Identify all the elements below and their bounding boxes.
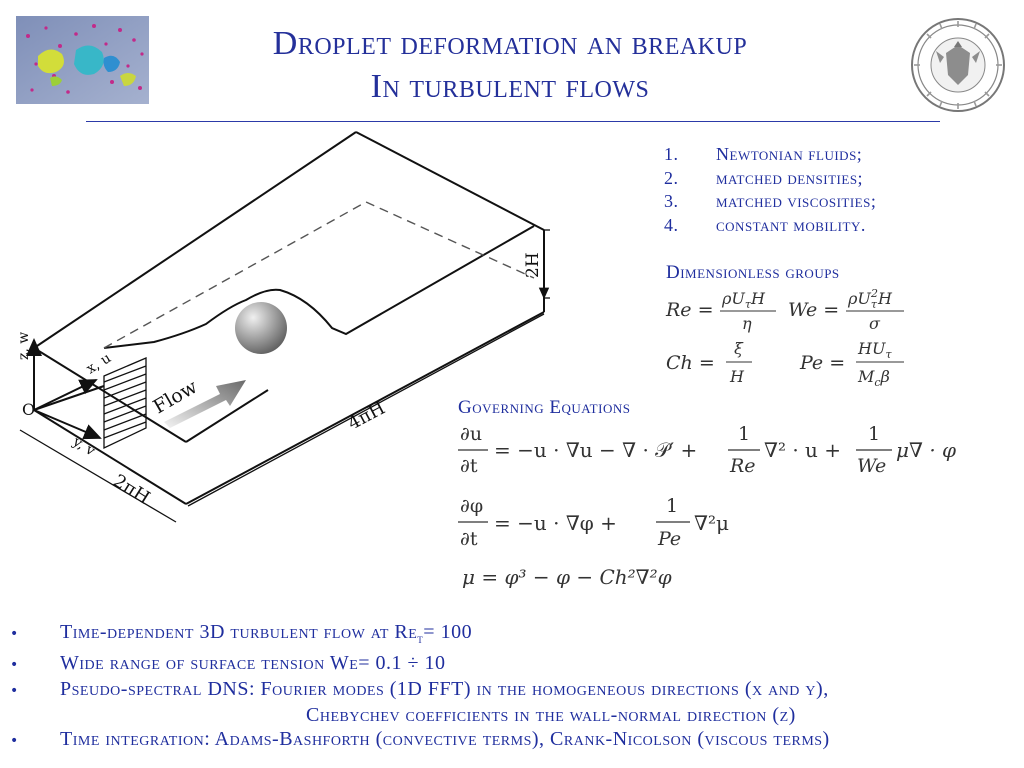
bullet-item: • Pseudo-spectral DNS: Fourier modes (1D…: [10, 677, 1014, 703]
svg-text:We =: We =: [788, 299, 839, 321]
svg-text:= −u · ∇φ +: = −u · ∇φ +: [494, 511, 617, 535]
channel-top-front-edge: [33, 131, 357, 349]
svg-text:∂φ: ∂φ: [460, 495, 483, 517]
label-origin: O: [22, 400, 35, 419]
label-2piH: 2πH: [109, 470, 153, 508]
svg-text:ξ: ξ: [734, 339, 744, 358]
svg-text:Re: Re: [729, 455, 756, 477]
governing-equations-heading: Governing Equations: [458, 397, 631, 418]
assumption-item: 2.matched densities;: [664, 167, 864, 188]
svg-text:∂t: ∂t: [460, 528, 478, 550]
label-zw: z, w: [16, 332, 32, 360]
svg-text:Ch =: Ch =: [666, 352, 715, 374]
bullet-item: • Wide range of surface tension We= 0.1 …: [10, 651, 1014, 677]
bullet-item: • Time integration: Adams-Bashforth (con…: [10, 727, 1014, 753]
svg-text:∇² · u +: ∇² · u +: [764, 438, 841, 462]
svg-text:Mcβ: Mcβ: [857, 367, 890, 389]
svg-text:Pe =: Pe =: [799, 352, 845, 374]
assumption-item: 3.matched viscosities;: [664, 191, 877, 211]
svg-text:= −u · ∇u − ∇ · 𝒫′ +: = −u · ∇u − ∇ · 𝒫′ +: [494, 438, 697, 462]
svg-text:σ: σ: [869, 314, 881, 333]
svg-text:Pe: Pe: [657, 528, 681, 550]
bullet-dot: •: [10, 683, 19, 699]
label-yv: y, v: [69, 433, 98, 459]
assumption-item: 4.constant mobility.: [664, 214, 866, 235]
channel-top-back-edge: [355, 131, 545, 231]
droplet-sphere: [235, 302, 287, 354]
dimensionless-equations: Re = ρUτH η We = ρUτ2H σ Ch = ξ H Pe = H…: [665, 287, 904, 389]
svg-text:μ = φ³ − φ − Ch²∇²φ: μ = φ³ − φ − Ch²∇²φ: [462, 565, 672, 589]
svg-text:ρUτ2H: ρUτ2H: [847, 287, 893, 311]
svg-text:We: We: [857, 455, 886, 477]
svg-text:μ∇ · φ: μ∇ · φ: [896, 438, 956, 462]
title-line-2: In turbulent flows: [370, 68, 650, 105]
svg-text:∂t: ∂t: [460, 455, 478, 477]
bullet-dot: •: [10, 733, 19, 749]
bullet-dot: •: [10, 626, 19, 642]
svg-text:η: η: [742, 314, 752, 333]
label-4piH: 4πH: [344, 398, 388, 435]
title-line-1: Droplet deformation an breakup: [272, 25, 748, 62]
university-seal-logo: [911, 18, 1005, 112]
bullet-continuation: Chebychev coefficients in the wall-norma…: [306, 704, 796, 726]
svg-text:ρUτH: ρUτH: [721, 289, 766, 311]
slide-title: Droplet deformation an breakup In turbul…: [150, 22, 870, 108]
svg-text:Re =: Re =: [665, 299, 714, 321]
dimensionless-groups-heading: Dimensionless groups: [666, 262, 840, 283]
governing-equations: ∂u ∂t = −u · ∇u − ∇ · 𝒫′ + 1 Re ∇² · u +…: [458, 423, 956, 589]
bullet-list: • Time-dependent 3D turbulent flow at Re…: [10, 620, 1014, 753]
svg-text:∇²μ: ∇²μ: [694, 511, 729, 535]
svg-text:H: H: [729, 367, 745, 386]
assumptions-list: 1.Newtonian fluids; 2.matched densities;…: [664, 143, 876, 237]
bullet-item: • Time-dependent 3D turbulent flow at Re…: [10, 620, 1014, 651]
bullet-dot: •: [10, 657, 19, 673]
svg-text:HUτ: HUτ: [857, 339, 892, 361]
svg-text:1: 1: [666, 495, 678, 517]
title-divider: [86, 121, 940, 122]
simulation-thumbnail-image: [16, 16, 149, 104]
svg-text:∂u: ∂u: [460, 423, 482, 445]
flow-arrow: [164, 380, 246, 428]
label-2H: 2H: [523, 252, 543, 278]
svg-text:1: 1: [738, 423, 750, 445]
channel-geometry-figure: z, w x, u y, v O Flow 2H 4πH 2πH: [16, 131, 550, 523]
svg-text:1: 1: [868, 423, 880, 445]
assumption-item: 1.Newtonian fluids;: [664, 144, 863, 164]
